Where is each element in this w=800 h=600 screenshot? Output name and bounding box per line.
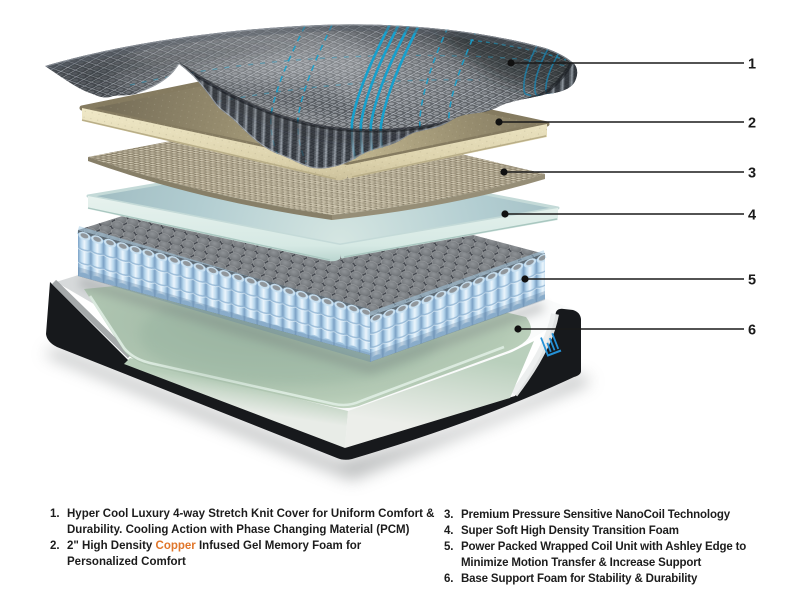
svg-text:5: 5 bbox=[748, 273, 756, 289]
svg-text:1: 1 bbox=[748, 57, 756, 73]
svg-text:6: 6 bbox=[748, 323, 756, 339]
svg-text:3: 3 bbox=[748, 166, 756, 182]
svg-text:4: 4 bbox=[748, 208, 756, 224]
svg-text:2: 2 bbox=[748, 116, 756, 132]
